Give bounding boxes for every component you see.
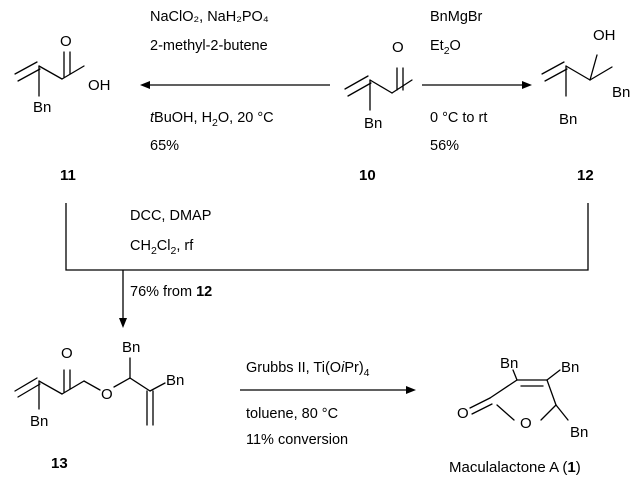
oxidation-solvent: tBuOH, H2O, 20 °C <box>150 110 274 129</box>
c13-ester-oxygen: O <box>101 386 113 403</box>
c13-benzyl-c: Bn <box>30 413 48 430</box>
rcm-catalyst: Grubbs II, Ti(OiPr)4 <box>246 360 370 379</box>
oxidation-reagents: NaClO₂, NaH₂PO₄ <box>150 9 269 25</box>
arrow-esterification <box>65 203 589 328</box>
c1-benzyl-b: Bn <box>561 359 579 376</box>
c1-ring-oxygen: O <box>520 415 532 432</box>
compound-name-maculalactone: Maculalactone A (1) <box>449 459 581 476</box>
c1-carbonyl-oxygen: O <box>457 405 469 422</box>
arrow-grignard <box>422 81 532 89</box>
esterification-yield: 76% from 12 <box>130 284 212 300</box>
c13-benzyl-a: Bn <box>122 339 140 356</box>
grignard-solvent: Et2O <box>430 38 461 57</box>
compound-number-11: 11 <box>60 167 76 184</box>
c11-benzyl: Bn <box>33 99 51 116</box>
compound-number-13: 13 <box>51 455 68 472</box>
c10-oxygen: O <box>392 39 404 56</box>
rcm-solvent: toluene, 80 °C <box>246 406 338 422</box>
compound-13: O O Bn Bn Bn 13 <box>14 339 184 472</box>
compound-11: O OH Bn 11 <box>14 33 111 184</box>
conditions-grignard: BnMgBr Et2O 0 °C to rt 56% <box>430 9 487 154</box>
c11-oxygen: O <box>60 33 72 50</box>
conditions-esterification: DCC, DMAP CH2Cl2, rf 76% from 12 <box>130 208 212 300</box>
esterification-solvent: CH2Cl2, rf <box>130 238 194 257</box>
conditions-oxidation: NaClO₂, NaH₂PO₄ 2-methyl-2-butene tBuOH,… <box>150 9 274 154</box>
compound-12: OH Bn Bn 12 <box>541 27 630 184</box>
c1-benzyl-a: Bn <box>500 355 518 372</box>
grignard-reagent: BnMgBr <box>430 9 483 25</box>
grignard-temperature: 0 °C to rt <box>430 110 487 126</box>
arrow-rcm <box>240 386 416 394</box>
c1-benzyl-c: Bn <box>570 424 588 441</box>
arrow-oxidation <box>140 81 330 89</box>
oxidation-yield: 65% <box>150 138 179 154</box>
c10-benzyl: Bn <box>364 115 382 132</box>
c12-hydroxyl: OH <box>593 27 616 44</box>
compound-10: O Bn 10 <box>344 39 413 184</box>
c13-benzyl-b: Bn <box>166 372 184 389</box>
compound-1: Bn Bn Bn O O Maculalactone A (1) <box>449 355 588 476</box>
c12-benzyl-a: Bn <box>612 84 630 101</box>
c12-benzyl-b: Bn <box>559 111 577 128</box>
conditions-rcm: Grubbs II, Ti(OiPr)4 toluene, 80 °C 11% … <box>246 360 370 448</box>
c11-hydroxyl: OH <box>88 77 111 94</box>
oxidation-scavenger: 2-methyl-2-butene <box>150 38 268 54</box>
rcm-conversion: 11% conversion <box>246 432 348 448</box>
compound-number-10: 10 <box>359 167 376 184</box>
grignard-yield: 56% <box>430 138 459 154</box>
c13-carbonyl-oxygen: O <box>61 345 73 362</box>
compound-number-12: 12 <box>577 167 594 184</box>
esterification-reagents: DCC, DMAP <box>130 208 211 224</box>
